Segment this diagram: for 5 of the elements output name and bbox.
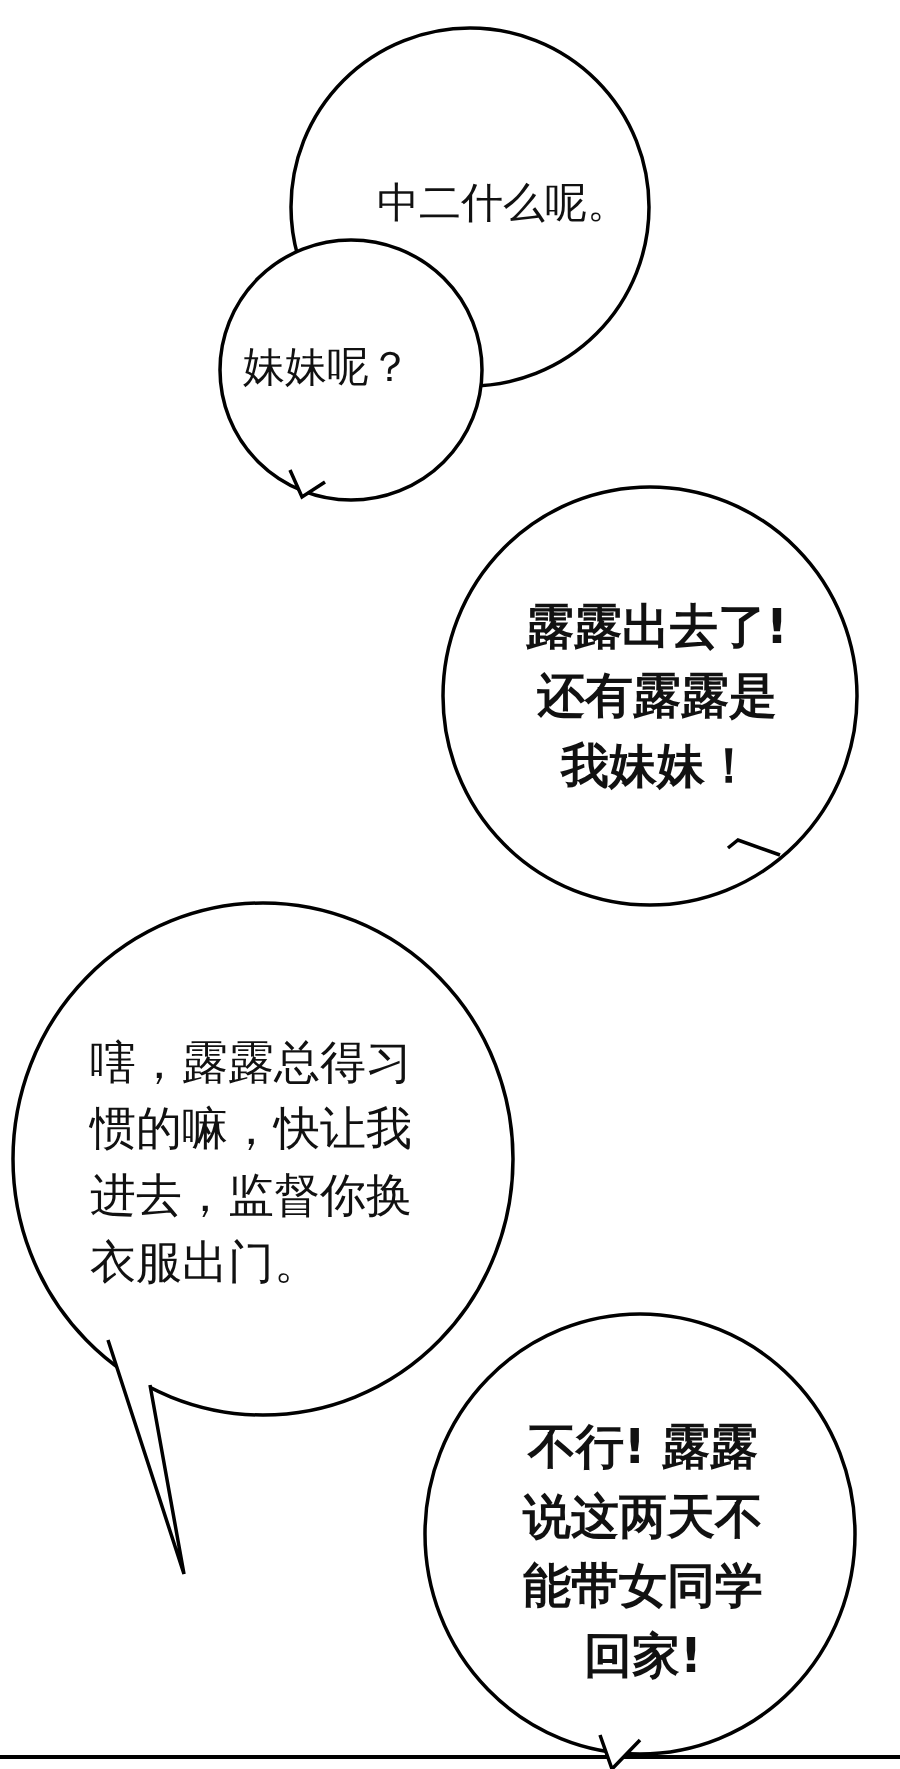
speech-text: 嗐，露露总得习惯的嘛，快让我进去，监督你换衣服出门。 — [89, 1033, 413, 1291]
speech-text: 妹妹呢？ — [243, 340, 412, 393]
speech-text: 不行! 露露说这两天不能带女同学回家! — [521, 1417, 764, 1685]
speech-text: 中二什么呢。 — [377, 176, 630, 229]
speech-text: 露露出去了!还有露露是我妹妹！ — [525, 596, 789, 795]
